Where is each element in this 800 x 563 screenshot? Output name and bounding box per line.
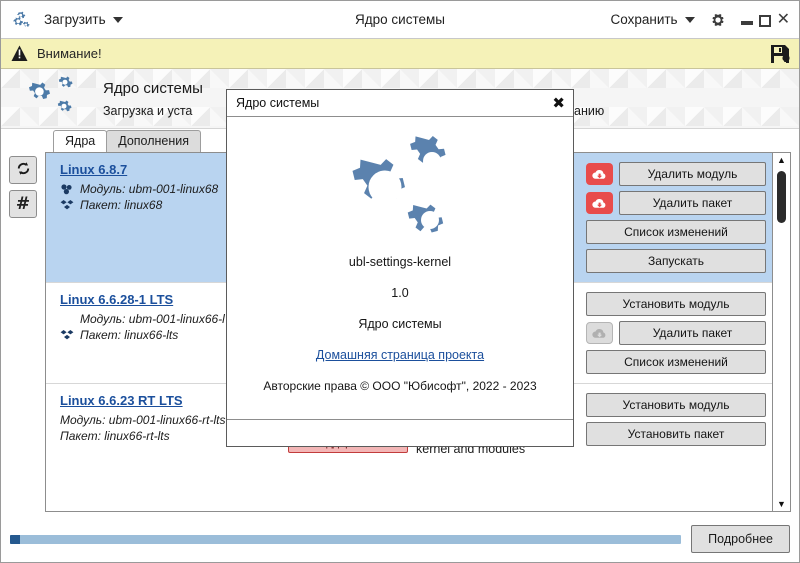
scroll-up-arrow[interactable]: ▲ — [777, 155, 786, 165]
kernel-module-label: Модуль: ubm-001-linux68 — [80, 182, 219, 196]
modules-icon — [60, 183, 74, 195]
refresh-button[interactable] — [9, 156, 37, 184]
kernel-actions: Удалить модуль Удалить пакет Список изме… — [581, 162, 766, 273]
scrollbar-thumb[interactable] — [777, 171, 786, 223]
floppy-save-icon[interactable] — [769, 43, 791, 65]
load-menu-button[interactable]: Загрузить — [44, 12, 123, 27]
changelog-button[interactable]: Список изменений — [586, 350, 766, 374]
kernel-package-label: Пакет: linux66-rt-lts — [60, 429, 170, 443]
title-bar-left: Загрузить — [1, 9, 123, 31]
hero-title: Ядро системы — [103, 79, 203, 97]
remove-package-button[interactable]: Удалить пакет — [619, 191, 766, 215]
chevron-down-icon — [112, 16, 123, 23]
hero-subtitle: Загрузка и уста — [103, 103, 193, 118]
kernel-package-label: Пакет: linux68 — [80, 198, 163, 212]
tab-extensions[interactable]: Дополнения — [106, 130, 202, 152]
left-toolbar: # — [1, 152, 45, 512]
tab-kernels[interactable]: Ядра — [53, 130, 108, 152]
warning-text: Внимание! — [37, 46, 102, 61]
gear-icon[interactable] — [709, 11, 727, 29]
kernel-module-row: Модуль: ubm-001-linux66-l — [60, 312, 288, 326]
scrollbar-track[interactable] — [773, 167, 790, 497]
gears-logo-icon — [23, 75, 85, 123]
refresh-icon — [15, 160, 32, 180]
kernel-module-row: Модуль: ubm-001-linux66-rt-lts — [60, 413, 288, 427]
kernel-package-label: Пакет: linux66-lts — [80, 328, 179, 342]
save-menu-button[interactable]: Сохранить — [611, 12, 695, 27]
scroll-down-arrow[interactable]: ▼ — [777, 499, 786, 509]
install-module-button[interactable]: Установить модуль — [586, 393, 766, 417]
progress-fill — [10, 534, 20, 544]
install-package-button[interactable]: Установить пакет — [586, 422, 766, 446]
kernel-module-row: Модуль: ubm-001-linux68 — [60, 182, 288, 196]
kernel-info: Linux 6.6.23 RT LTS Модуль: ubm-001-linu… — [60, 393, 288, 469]
kernel-actions: Установить модуль Установить пакет — [581, 393, 766, 469]
about-dialog: Ядро системы ✖ ubl-settings-kernel 1.0 — [226, 89, 574, 447]
hash-button[interactable]: # — [9, 190, 37, 218]
close-icon[interactable]: ✖ — [552, 93, 565, 112]
progress-bar — [10, 534, 682, 544]
description-text: Ядро системы — [358, 317, 442, 331]
hash-icon: # — [15, 193, 31, 214]
footer-bar: Подробнее — [1, 516, 799, 562]
dialog-body: ubl-settings-kernel 1.0 Ядро системы Дом… — [227, 117, 573, 419]
kernel-name-link[interactable]: Linux 6.6.23 RT LTS — [60, 393, 183, 408]
load-menu-label: Загрузить — [44, 12, 106, 27]
kernel-info: Linux 6.8.7 Модуль: ubm-001-linux68 — [60, 162, 288, 273]
changelog-button[interactable]: Список изменений — [586, 220, 766, 244]
package-name: ubl-settings-kernel — [348, 255, 452, 269]
gears-icon — [11, 9, 35, 31]
table-row[interactable]: Linux 6.6.28-1 LTS Модуль: ubm-001-linux… — [46, 283, 772, 384]
close-icon[interactable]: ✕ — [776, 9, 790, 28]
details-button[interactable]: Подробнее — [691, 525, 790, 553]
kernel-package-row: Пакет: linux66-rt-lts — [60, 429, 288, 443]
run-button[interactable]: Запускать — [586, 249, 766, 273]
dialog-title: Ядро системы — [236, 96, 320, 110]
hero-subtitle-tail: анию — [574, 104, 605, 118]
kernel-module-label: Модуль: ubm-001-linux66-rt-lts — [60, 413, 226, 427]
kernel-list: Linux 6.8.7 Модуль: ubm-001-linux68 — [46, 153, 772, 511]
kernel-module-label: Модуль: ubm-001-linux66-l — [80, 312, 225, 326]
kernel-package-row: Пакет: linux66-lts — [60, 328, 288, 342]
cloud-download-icon[interactable] — [586, 163, 613, 185]
kernel-name-link[interactable]: Linux 6.8.7 — [60, 162, 128, 177]
version-text: 1.0 — [391, 286, 409, 300]
dialog-title-bar: Ядро системы ✖ — [227, 90, 573, 117]
save-menu-label: Сохранить — [610, 12, 678, 27]
chevron-down-icon — [684, 16, 695, 23]
cloud-download-icon[interactable] — [586, 192, 613, 214]
dialog-footer — [227, 419, 573, 446]
minimize-icon[interactable] — [740, 21, 753, 25]
kernel-actions: Установить модуль Удалить пакет Список и… — [581, 292, 766, 374]
vertical-scrollbar[interactable]: ▲ ▼ — [772, 153, 790, 511]
install-module-button[interactable]: Установить модуль — [586, 292, 766, 316]
title-bar-right: Сохранить ✕ — [611, 11, 800, 29]
warning-bar: Внимание! — [1, 39, 799, 69]
maximize-icon[interactable] — [758, 15, 771, 27]
remove-module-button[interactable]: Удалить модуль — [619, 162, 766, 186]
package-icon — [60, 329, 74, 341]
kernel-name-link[interactable]: Linux 6.6.28-1 LTS — [60, 292, 174, 307]
gears-logo-icon — [341, 135, 459, 245]
package-icon — [60, 199, 74, 211]
kernel-info: Linux 6.6.28-1 LTS Модуль: ubm-001-linux… — [60, 292, 288, 374]
window-controls: ✕ — [740, 9, 790, 28]
copyright-text: Авторские права © ООО "Юбисофт", 2022 - … — [263, 379, 537, 393]
title-bar: Загрузить Ядро системы Сохранить ✕ — [1, 1, 799, 39]
kernel-package-row: Пакет: linux68 — [60, 198, 288, 212]
modules-icon — [60, 313, 74, 325]
warning-triangle-icon — [11, 45, 28, 62]
cloud-download-icon — [586, 322, 613, 344]
remove-package-button[interactable]: Удалить пакет — [619, 321, 766, 345]
homepage-link[interactable]: Домашняя страница проекта — [315, 348, 485, 362]
